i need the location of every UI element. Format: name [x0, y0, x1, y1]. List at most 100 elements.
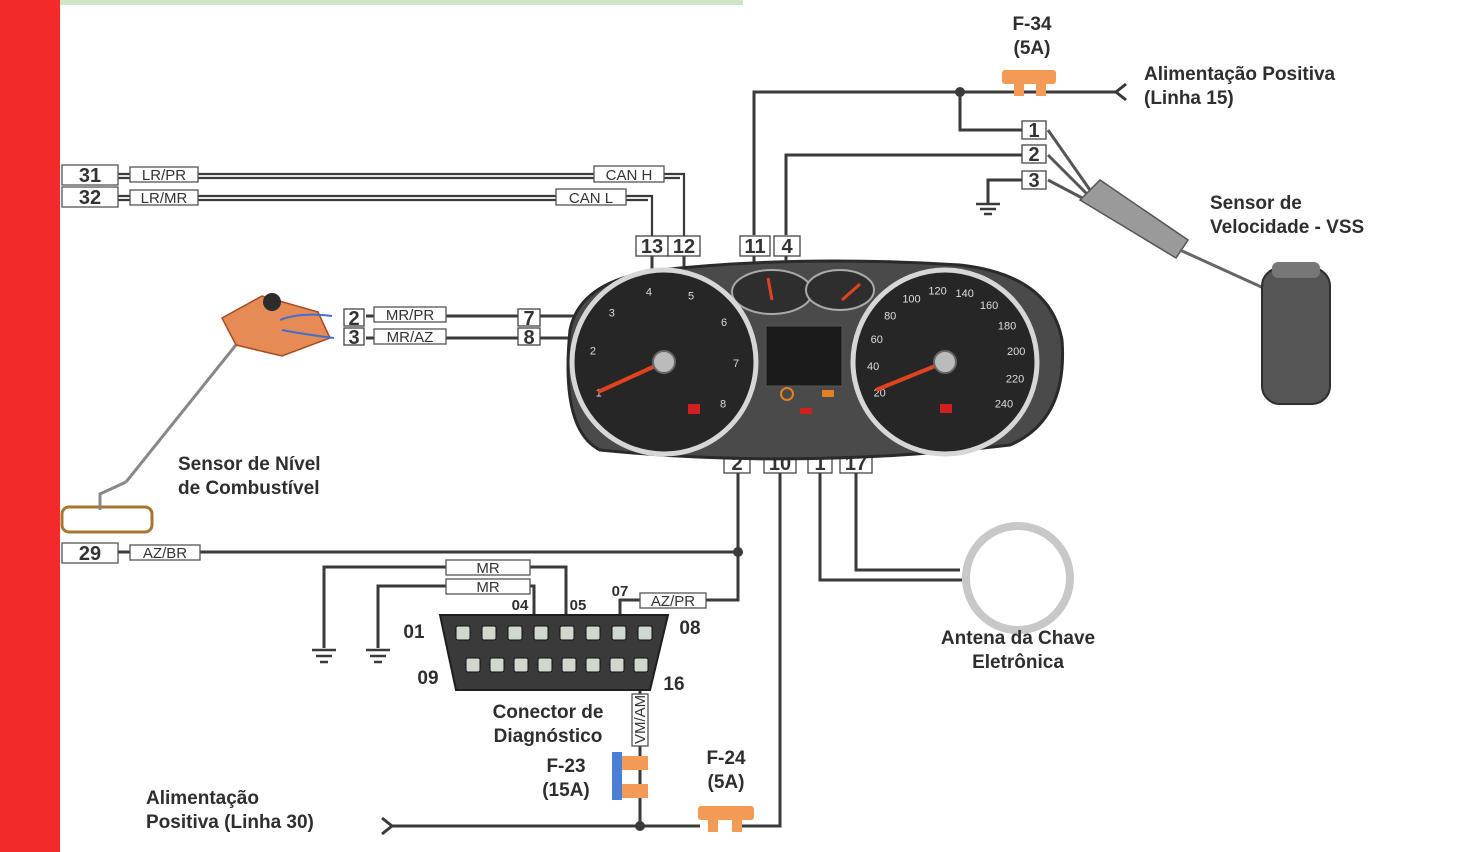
tachometer-tick-5: 5 — [688, 290, 694, 302]
left-red-bar — [0, 0, 60, 852]
junction-dot-30 — [635, 821, 645, 831]
warning-light-engine — [780, 387, 794, 401]
wire-fuel-to-cluster — [540, 314, 578, 340]
wire-azpr-label: AZ/PR — [651, 593, 695, 610]
wire-azbr-label: AZ/BR — [143, 545, 187, 562]
top-green-strip — [60, 0, 743, 5]
ground-symbol-vss — [976, 202, 1000, 216]
obd-pin-07: 07 — [612, 583, 629, 600]
fuse-f23-holder — [612, 752, 622, 800]
wire-mr-1 — [322, 565, 568, 648]
cluster-pin-7: 7 — [523, 308, 534, 330]
fuse-f34-group: F-34 (5A) Alimentação Positiva (Linha 15… — [1002, 14, 1336, 109]
fuse-f34-leg-left — [1014, 84, 1024, 96]
obd-pin-socket — [609, 657, 625, 673]
line-29-labels: 29 AZ/BR — [60, 505, 201, 565]
pin-box-4 — [773, 235, 801, 257]
cluster-pin-1: 1 — [814, 453, 825, 475]
can-h-label: CAN H — [606, 167, 653, 184]
antenna-title-2: Eletrônica — [972, 652, 1064, 673]
wire-mr1-label: MR — [476, 560, 499, 577]
pin-box-32 — [61, 186, 119, 208]
tachometer-tick-7: 7 — [733, 358, 739, 370]
obd-pin-04: 04 — [512, 597, 529, 614]
connector-arrow-linha30 — [381, 816, 395, 836]
wire-tag-mrpr — [373, 306, 447, 323]
ground-symbol-obd-2 — [366, 648, 390, 664]
tachometer-tick-4: 4 — [646, 287, 652, 299]
wire-tag-lrpr — [129, 166, 199, 183]
power-linha30-line1: Alimentação — [146, 788, 259, 809]
obd-pin-socket — [489, 657, 505, 673]
fuse-f24-leg-right — [732, 820, 742, 832]
obd-connector-body — [438, 614, 670, 691]
vss-sensor-cap — [1272, 262, 1320, 278]
pin-box-31 — [61, 164, 119, 186]
fuel-pin-2-box — [343, 308, 365, 327]
vss-pin-3-box — [1021, 170, 1047, 190]
speedometer-tick-80: 80 — [884, 310, 896, 322]
obd-pin-socket — [537, 657, 553, 673]
tachometer-tick-8: 8 — [720, 398, 726, 410]
vss-pin-1: 1 — [1028, 120, 1039, 142]
tachometer-needle — [597, 360, 665, 394]
antenna-title-1: Antena da Chave — [941, 628, 1095, 649]
wire-can-h — [118, 172, 686, 238]
speedometer-needle — [875, 360, 946, 392]
pin-box-8 — [517, 327, 541, 346]
speedometer-tick-180: 180 — [998, 321, 1016, 333]
wire-pin2-vertical — [706, 472, 740, 602]
obd-title-2: Diagnóstico — [494, 726, 603, 747]
vss-cable-lead — [1179, 248, 1269, 292]
obd-pins — [455, 625, 653, 673]
wire-tag-mr-1 — [445, 559, 531, 576]
fuse-f24 — [698, 806, 754, 820]
vss-pin-2-box — [1021, 144, 1047, 164]
pin-box-7 — [517, 308, 541, 327]
speedometer-tick-220: 220 — [1006, 373, 1024, 385]
speedometer-tick-160: 160 — [980, 300, 998, 312]
fuse-f23-bottom — [622, 784, 648, 798]
fuse-f24-group: F-24 (5A) — [698, 748, 754, 832]
wire-lrmr-label: LR/MR — [141, 190, 188, 207]
obd-pin-socket — [533, 625, 549, 641]
power-linha15-line1: Alimentação Positiva — [1144, 64, 1336, 85]
temp-gauge — [805, 269, 875, 311]
wire-mraz-label: MR/AZ — [387, 329, 434, 346]
antenna-group: Antena da Chave Eletrônica — [941, 522, 1095, 673]
fuse-f23-name: F-23 — [546, 756, 585, 777]
cluster-pin-13: 13 — [641, 236, 663, 258]
tag-can-h — [593, 165, 665, 183]
cluster-pin-2: 2 — [731, 453, 742, 475]
power-linha30-line2: Positiva (Linha 30) — [146, 812, 314, 833]
pin-box-11 — [739, 235, 771, 257]
speedometer-tick-100: 100 — [902, 293, 920, 305]
obd-pin-socket — [585, 625, 601, 641]
vss-title-1: Sensor de — [1210, 193, 1302, 214]
wires — [118, 87, 1118, 831]
obd-pin-socket — [513, 657, 529, 673]
speedometer-tick-40: 40 — [867, 361, 879, 373]
fuse-f34-rating: (5A) — [1014, 38, 1051, 59]
wire-tag-mraz — [373, 328, 447, 345]
wire-tag-vmam — [631, 693, 649, 747]
wire-can-l — [118, 194, 654, 238]
speedometer-hub — [933, 350, 957, 374]
wire-tag-mr-2 — [445, 578, 531, 595]
junction-dot-f34 — [955, 87, 965, 97]
wire-pin17-antenna — [854, 472, 960, 572]
highlight-box — [60, 505, 154, 534]
obd-pin-socket — [611, 625, 627, 641]
speedometer-tick-140: 140 — [956, 288, 974, 300]
obd-title-1: Conector de — [493, 702, 604, 723]
fuel-sensor-title-1: Sensor de Nível — [178, 454, 321, 475]
cluster-pin-8: 8 — [523, 327, 534, 349]
wire-tag-azbr — [129, 544, 201, 561]
fuse-f34-leg-right — [1036, 84, 1046, 96]
obd-pin-socket — [455, 625, 471, 641]
vss-pin-3: 3 — [1028, 170, 1039, 192]
obd-pin-01: 01 — [403, 622, 425, 643]
fuse-f24-rating: (5A) — [708, 772, 745, 793]
fuse-f34 — [1002, 70, 1056, 84]
